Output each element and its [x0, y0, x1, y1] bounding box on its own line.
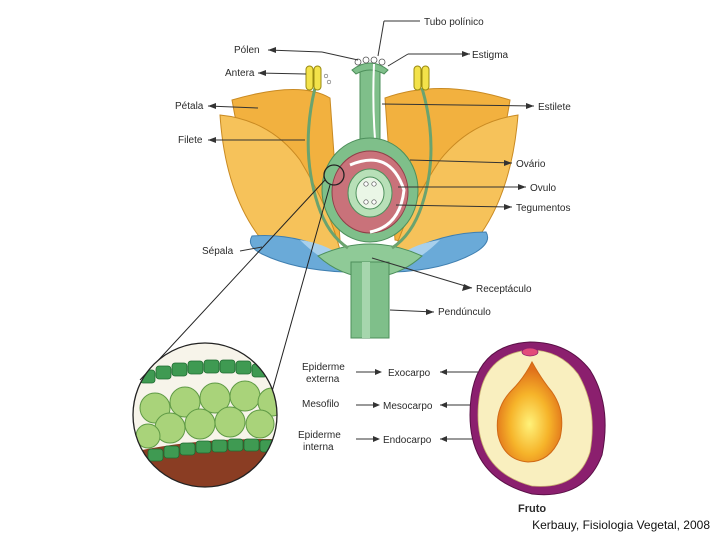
label-mesofilo: Mesofilo	[302, 399, 340, 410]
anther-left	[305, 65, 322, 91]
label-polen: Pólen	[234, 45, 260, 56]
label-tegumentos: Tegumentos	[516, 203, 570, 214]
fruit-seed	[496, 360, 563, 463]
flower	[219, 56, 519, 339]
inner-epidermis	[147, 438, 276, 462]
zoom-source-circle	[323, 164, 345, 186]
label-sepala: Sépala	[202, 246, 234, 257]
label-petala: Pétala	[175, 101, 204, 112]
label-antera: Antera	[225, 68, 255, 79]
label-epiderme-interna-2: interna	[303, 442, 334, 453]
label-ovulo: Ovulo	[530, 183, 557, 194]
label-epiderme-externa-2: externa	[306, 374, 340, 385]
label-estilete: Estilete	[538, 102, 571, 113]
filament-left	[306, 87, 349, 250]
fruit-stem-scar	[521, 347, 539, 357]
tissue-magnification	[132, 342, 278, 488]
label-filete: Filete	[178, 135, 203, 146]
label-endocarpo: Endocarpo	[383, 435, 432, 446]
sepal-right	[394, 231, 489, 273]
label-estigma: Estigma	[472, 50, 509, 61]
tissue-arrows	[356, 369, 478, 442]
filament-right	[391, 87, 433, 250]
pollen-grains	[354, 56, 386, 66]
leader-lines	[207, 20, 535, 313]
label-epiderme-externa-1: Epiderme	[302, 362, 345, 373]
arrowheads	[208, 47, 534, 315]
image-credit: Kerbauy, Fisiologia Vegetal, 2008	[532, 518, 710, 532]
anther-right	[413, 65, 430, 91]
label-penduculo: Pendúnculo	[438, 307, 491, 318]
label-tubo-polinico: Tubo polínico	[424, 17, 484, 28]
label-mesocarpo: Mesocarpo	[383, 401, 433, 412]
fruit-caption: Fruto	[518, 503, 546, 515]
label-exocarpo: Exocarpo	[388, 368, 431, 379]
stigma	[351, 62, 389, 75]
sepal-left	[249, 235, 346, 273]
label-epiderme-interna-1: Epiderme	[298, 430, 341, 441]
mesophyll-cells	[135, 380, 277, 449]
label-ovario: Ovário	[516, 159, 546, 170]
label-receptaculo: Receptáculo	[476, 284, 532, 295]
fruit-cross-section	[469, 341, 606, 496]
receptacle	[317, 243, 423, 279]
